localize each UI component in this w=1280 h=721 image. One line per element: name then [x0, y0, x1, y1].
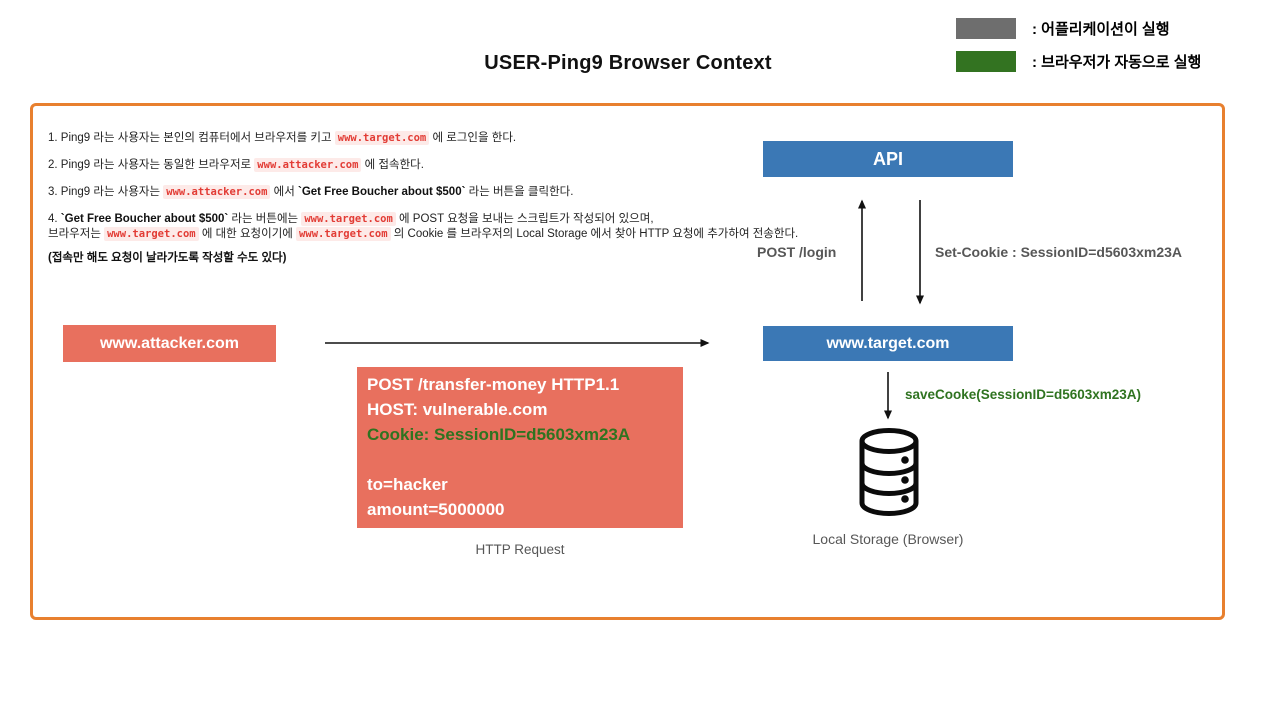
legend-label: : 브라우저가 자동으로 실행 [1032, 54, 1202, 71]
post-login-label: POST /login [757, 244, 837, 260]
step-line: 1. Ping9 라는 사용자는 본인의 컴퓨터에서 브라우저를 키고 www.… [48, 131, 517, 145]
legend-item-browser-auto: : 브라우저가 자동으로 실행 [956, 51, 1201, 72]
diagram-frame [30, 103, 1225, 620]
step-line: 브라우저는 www.target.com 에 대한 요청이기에 www.targ… [48, 227, 799, 241]
step-line: 2. Ping9 라는 사용자는 동일한 브라우저로 www.attacker.… [48, 158, 424, 172]
step-line: 4. `Get Free Boucher about $500` 라는 버튼에는… [48, 212, 654, 226]
set-cookie-label: Set-Cookie : SessionID=d5603xm23A [935, 244, 1183, 260]
database-icon [852, 426, 926, 525]
attacker-site-label: www.attacker.com [99, 334, 240, 352]
step-line: (접속만 해도 요청이 날라가도록 작성할 수도 있다) [48, 252, 287, 264]
http-request-line: amount=5000000 [367, 500, 505, 519]
http-request-caption: HTTP Request [475, 542, 565, 557]
target-site-node: www.target.com [763, 326, 1013, 361]
legend-label: : 어플리케이션이 실행 [1032, 21, 1170, 38]
attacker-site-node: www.attacker.com [63, 325, 276, 362]
http-request-line: POST /transfer-money HTTP1.1 [367, 375, 620, 394]
http-request-line: Cookie: SessionID=d5603xm23A [367, 425, 631, 444]
save-cookie-label: saveCooke(SessionID=d5603xm23A) [905, 387, 1141, 402]
http-request-line [367, 447, 683, 472]
api-node-label: API [872, 148, 903, 169]
legend-swatch-green [956, 51, 1016, 72]
page-title: USER-Ping9 Browser Context [484, 52, 772, 74]
local-storage-caption: Local Storage (Browser) [812, 531, 964, 547]
api-node: API [763, 141, 1013, 177]
steps: 1. Ping9 라는 사용자는 본인의 컴퓨터에서 브라우저를 키고 www.… [48, 131, 799, 278]
legend-swatch-gray [956, 18, 1016, 39]
legend: : 어플리케이션이 실행 : 브라우저가 자동으로 실행 [956, 18, 1201, 84]
step-line: 3. Ping9 라는 사용자는 www.attacker.com 에서 `Ge… [48, 185, 574, 199]
http-request-line: to=hacker [367, 475, 448, 494]
http-request-line: HOST: vulnerable.com [367, 400, 548, 419]
legend-item-application: : 어플리케이션이 실행 [956, 18, 1201, 39]
target-site-label: www.target.com [826, 334, 950, 352]
